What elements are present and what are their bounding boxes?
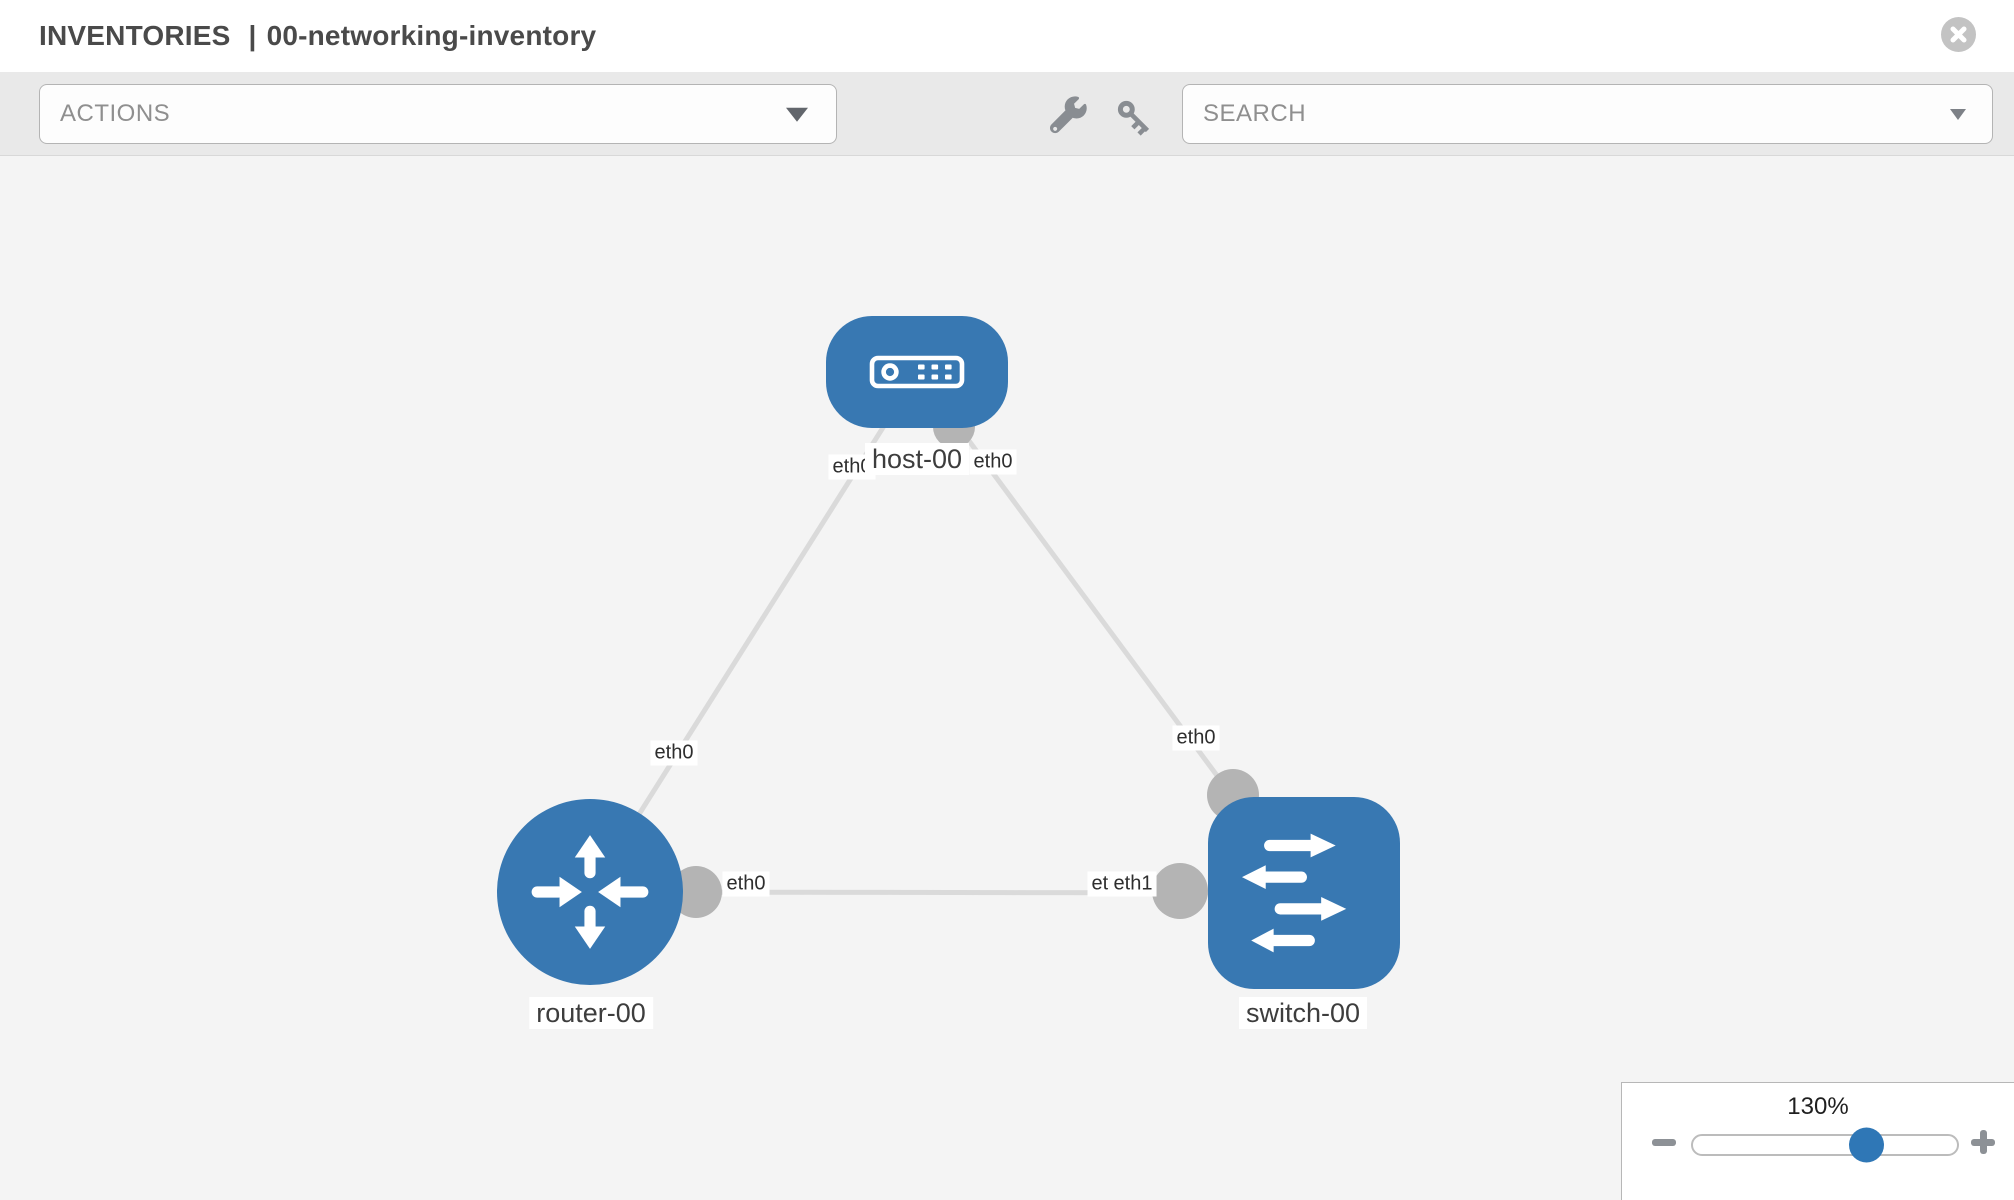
interface-label: eth0 <box>1172 725 1220 751</box>
interface-port-switch-left <box>1152 863 1208 919</box>
close-button[interactable] <box>1941 17 1976 52</box>
node-router-00[interactable] <box>497 799 683 985</box>
minus-icon <box>1652 1139 1676 1146</box>
topology-canvas[interactable]: eth0 eth0 eth0 eth0 eth0 eth0 eth1 host-… <box>0 156 2014 1200</box>
wrench-icon <box>1049 96 1087 134</box>
server-icon <box>869 355 965 389</box>
plus-icon <box>1979 1130 1987 1154</box>
close-icon <box>1950 26 1967 43</box>
interface-label: eth0 <box>650 740 698 766</box>
switch-icon <box>1241 833 1347 953</box>
search-dropdown[interactable]: SEARCH <box>1182 84 1993 144</box>
page-title: INVENTORIES | 00-networking-inventory <box>39 20 596 52</box>
breadcrumb-section: INVENTORIES <box>39 20 231 51</box>
interface-label: eth0 <box>969 449 1017 475</box>
actions-dropdown[interactable]: ACTIONS <box>39 84 837 144</box>
credentials-button[interactable] <box>1112 95 1160 143</box>
manage-groups-button[interactable] <box>1046 95 1094 143</box>
node-label-host: host-00 <box>864 443 970 475</box>
inventory-name: 00-networking-inventory <box>266 20 597 51</box>
zoom-out-button[interactable] <box>1649 1127 1679 1157</box>
node-label-router: router-00 <box>529 997 653 1029</box>
router-icon <box>531 835 649 949</box>
breadcrumb-separator: | <box>248 20 257 51</box>
key-icon <box>1117 100 1150 136</box>
zoom-slider[interactable] <box>1691 1127 1959 1163</box>
caret-down-icon <box>786 107 808 122</box>
search-dropdown-label: SEARCH <box>1203 100 1307 127</box>
modal-header: INVENTORIES | 00-networking-inventory <box>0 0 2014 73</box>
toolbar: ACTIONS SEARCH <box>0 73 2014 156</box>
interface-port-router-right <box>670 866 722 918</box>
zoom-level-value: 130% <box>1787 1093 1849 1120</box>
node-switch-00[interactable] <box>1208 797 1400 989</box>
actions-dropdown-label: ACTIONS <box>60 100 171 127</box>
node-host-00[interactable] <box>826 316 1008 428</box>
caret-down-icon <box>1950 109 1966 121</box>
zoom-in-button[interactable] <box>1968 1127 1998 1157</box>
zoom-slider-knob[interactable] <box>1849 1127 1884 1163</box>
interface-label: eth0 <box>722 871 770 897</box>
zoom-control-panel: 130% <box>1621 1082 2014 1200</box>
node-label-switch: switch-00 <box>1238 997 1368 1029</box>
interface-label: eth1 <box>1109 871 1157 897</box>
